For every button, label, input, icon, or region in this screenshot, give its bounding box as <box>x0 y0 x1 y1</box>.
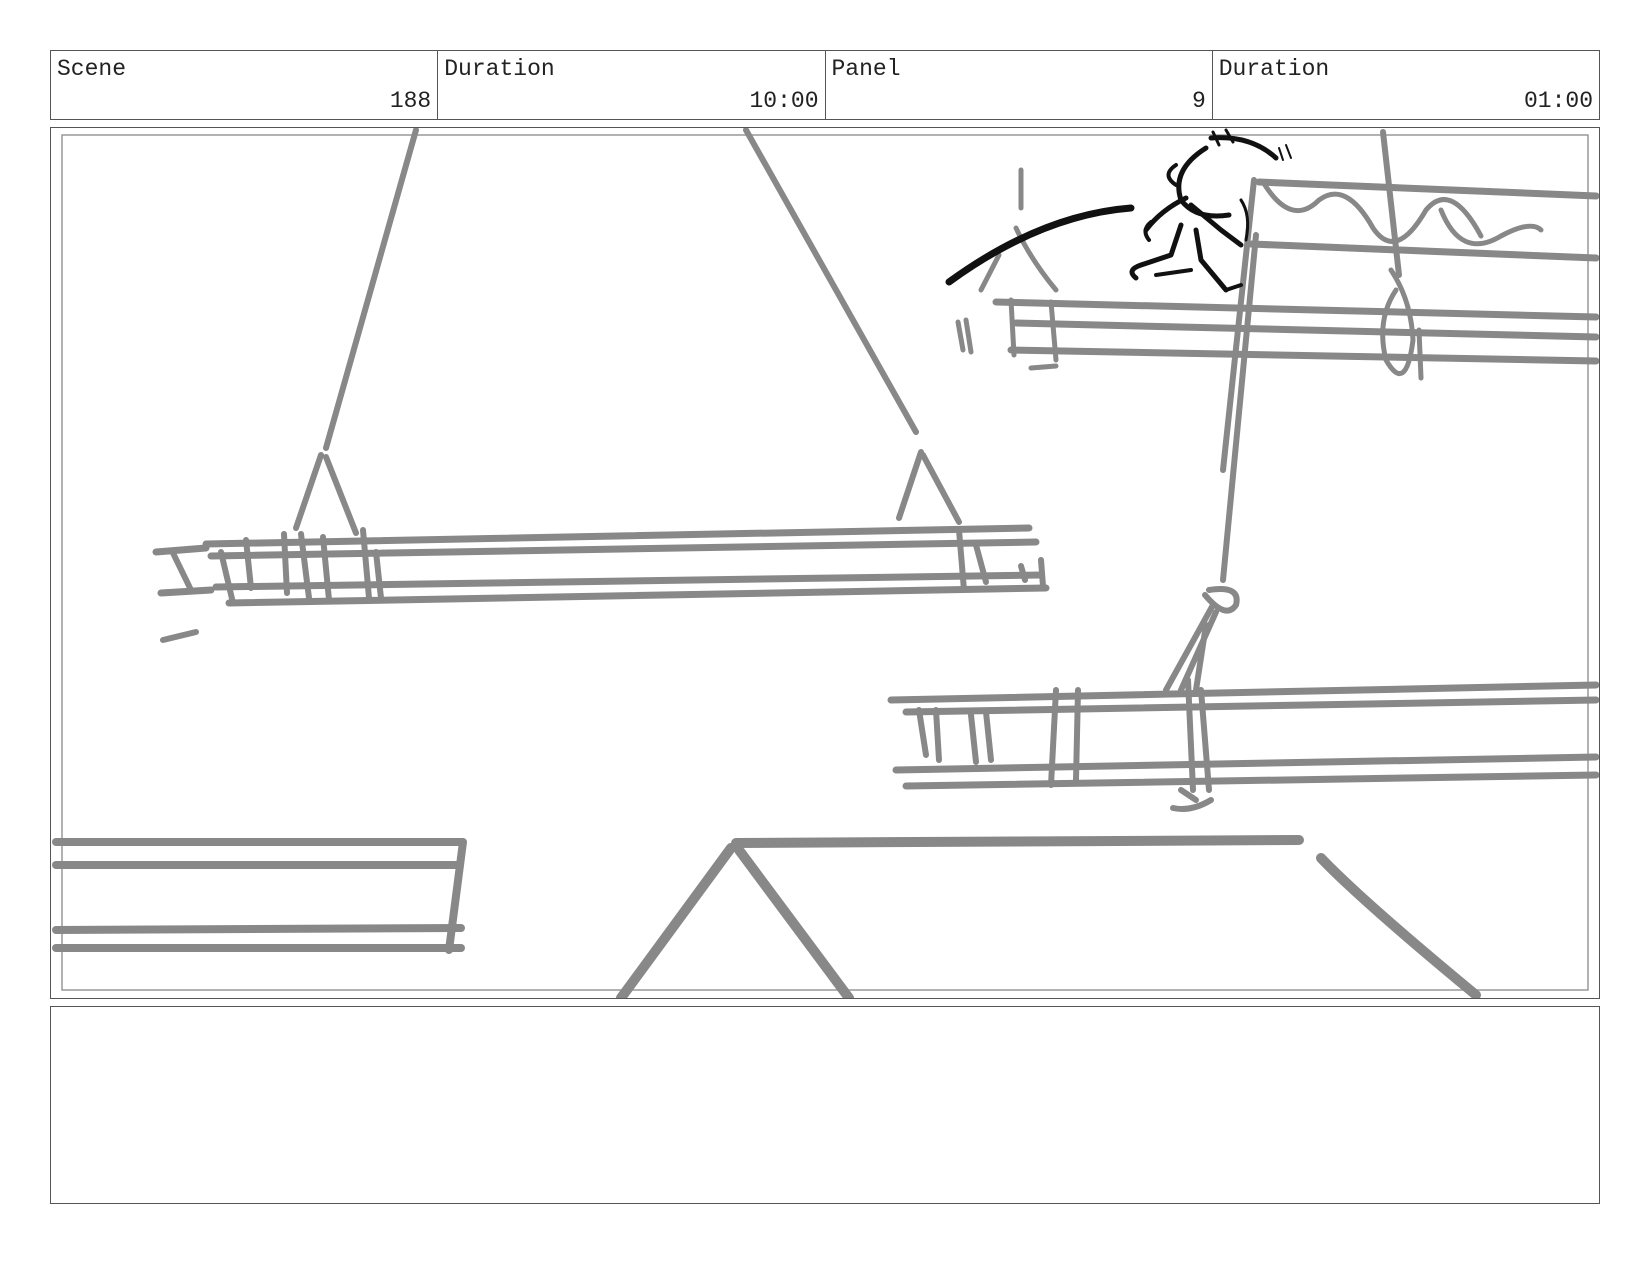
left-platform-rails <box>152 524 1050 607</box>
upper-right-platform <box>992 178 1599 365</box>
lower-right-platform <box>887 681 1599 790</box>
panel-cell: Panel 9 <box>826 51 1213 119</box>
panel-notes-box[interactable] <box>50 1006 1600 1204</box>
panel-drawing-frame <box>50 127 1600 999</box>
scene-duration-cell: Duration 10:00 <box>438 51 826 119</box>
lower-right-posts <box>916 677 1214 812</box>
storyboard-header: Scene 188 Duration 10:00 Panel 9 Duratio… <box>50 50 1600 120</box>
storyboard-sketch <box>52 128 1599 998</box>
bottom-left-rails <box>52 838 467 954</box>
left-platform-posts <box>160 527 1046 643</box>
safe-area-guide <box>61 134 1589 991</box>
panel-label: Panel <box>831 56 901 82</box>
panel-duration-cell: Duration 01:00 <box>1213 51 1599 119</box>
scene-duration-value: 10:00 <box>749 88 819 114</box>
right-cables <box>1163 129 1402 693</box>
scaffolding-sketch <box>52 128 1599 998</box>
scene-cell: Scene 188 <box>51 51 439 119</box>
scene-label: Scene <box>57 56 127 82</box>
panel-duration-value: 01:00 <box>1523 88 1593 114</box>
upper-right-posts <box>955 167 1544 381</box>
panel-number: 9 <box>1191 88 1206 114</box>
scene-duration-label: Duration <box>444 56 555 82</box>
left-platform-cables <box>293 128 962 536</box>
panel-duration-label: Duration <box>1218 56 1330 82</box>
scene-number: 188 <box>389 88 432 114</box>
bottom-ramp <box>616 835 1481 998</box>
character-sketch <box>945 128 1292 293</box>
